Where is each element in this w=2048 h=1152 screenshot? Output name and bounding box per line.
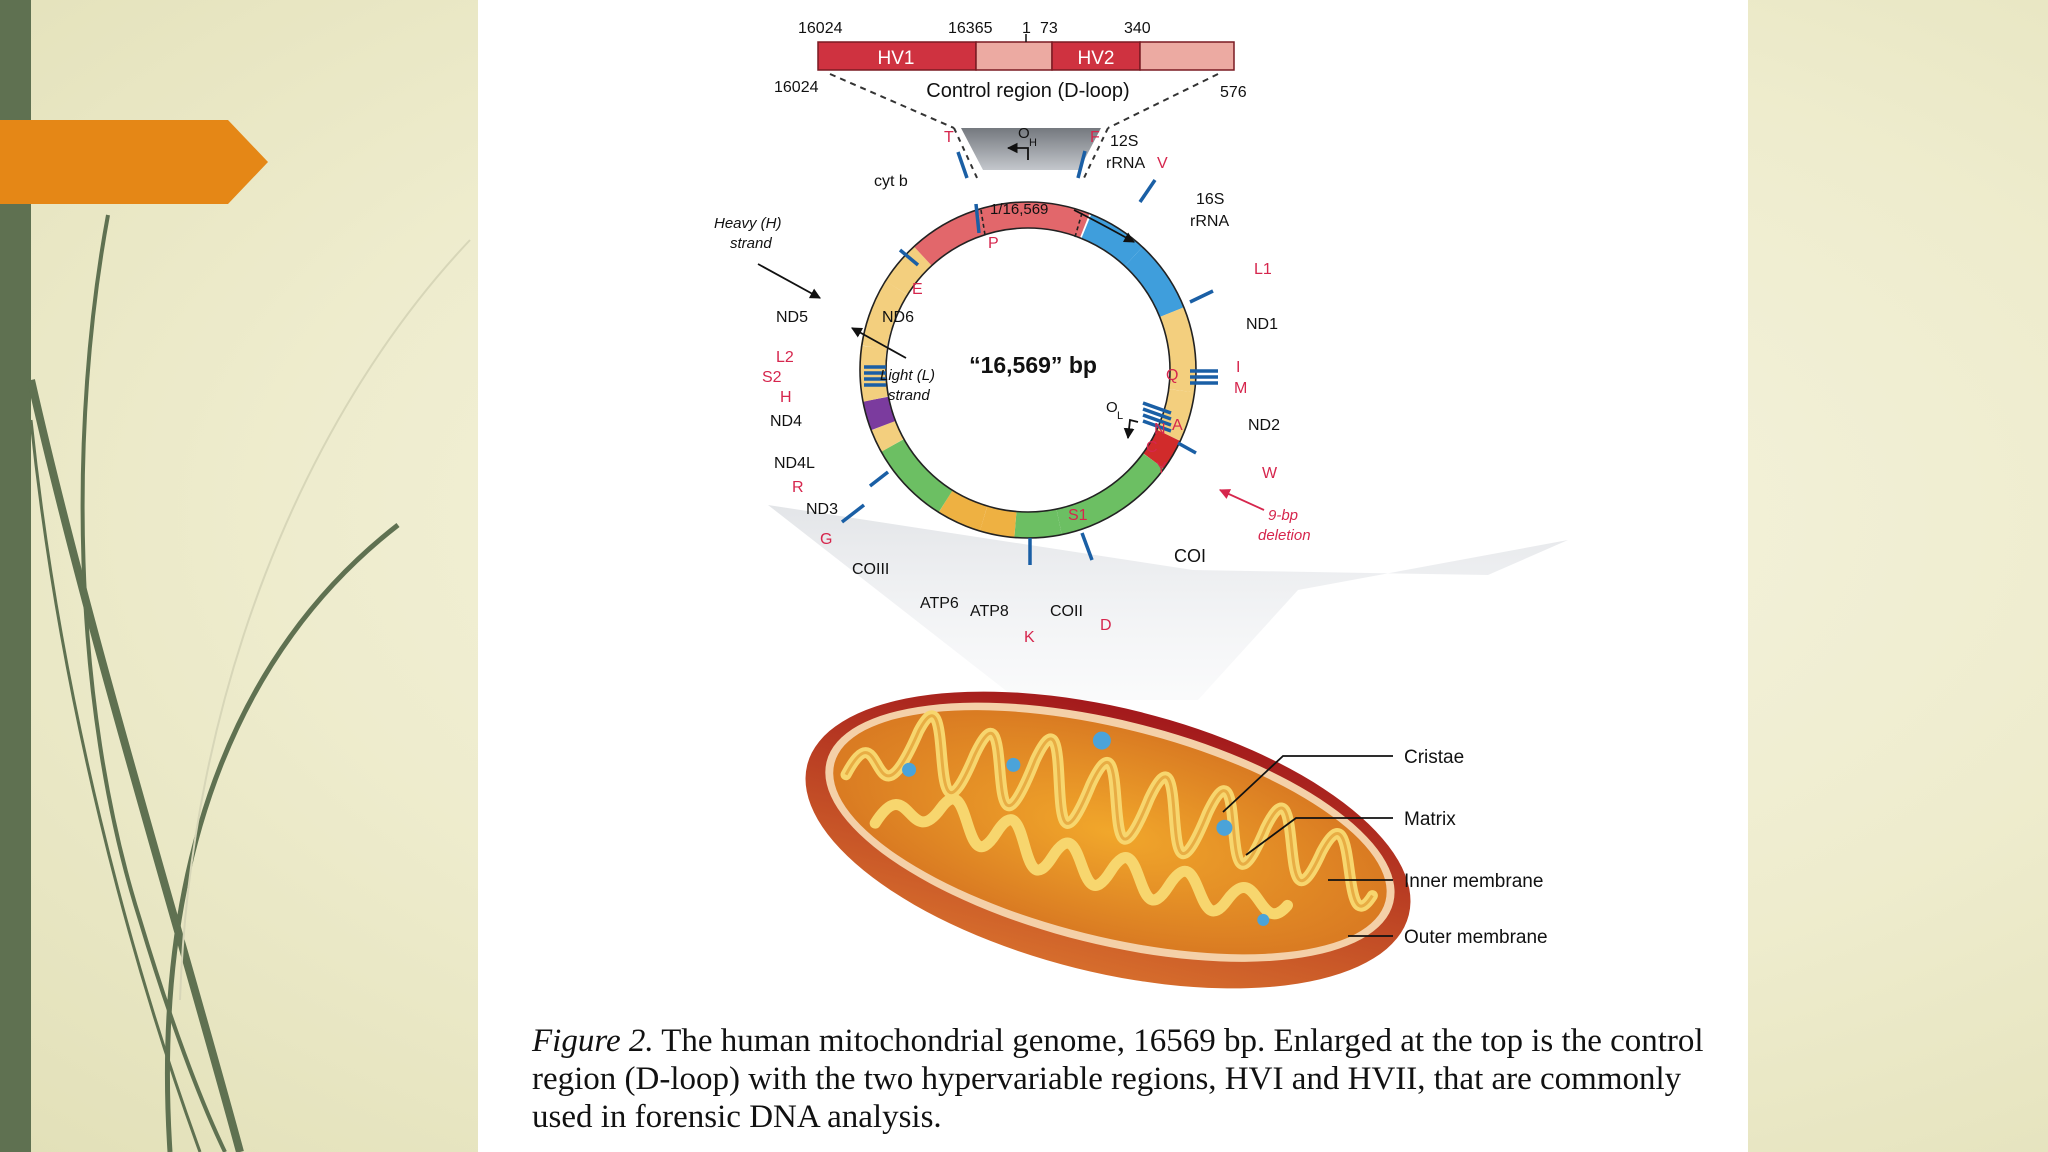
trna-S1: S1 bbox=[1068, 507, 1088, 524]
label-inner-membrane: Inner membrane bbox=[1404, 871, 1543, 892]
gene-nd3: ND3 bbox=[806, 501, 838, 518]
deletion-label-1: 9-bp bbox=[1268, 507, 1298, 524]
dloop-segment bbox=[977, 201, 1090, 238]
caption-text: The human mitochondrial genome, 16569 bp… bbox=[532, 1023, 1704, 1135]
pos-73: 73 bbox=[1040, 20, 1058, 37]
trna-L1: L1 bbox=[1254, 261, 1272, 278]
trna-G: G bbox=[820, 531, 832, 548]
gene-coii: COII bbox=[1050, 603, 1083, 620]
nd6-segment bbox=[885, 246, 932, 296]
figure-panel: HV1 HV2 16024 16365 1 73 340 16024 576 C… bbox=[478, 0, 1748, 1152]
gene-16s-1: 16S bbox=[1196, 191, 1224, 208]
trna-Y: Y bbox=[1156, 460, 1167, 477]
ol-marker: O L bbox=[1106, 399, 1139, 440]
gene-nd2: ND2 bbox=[1248, 417, 1280, 434]
figure-caption: Figure 2. The human mitochondrial genome… bbox=[532, 1022, 1722, 1136]
mitochondrion-illustration bbox=[805, 691, 1411, 989]
gene-12s-1: 12S bbox=[1110, 133, 1138, 150]
gene-cytb: cyt b bbox=[874, 173, 908, 190]
coi-segment bbox=[1056, 453, 1164, 535]
gene-nd4l: ND4L bbox=[774, 455, 815, 472]
trna-W: W bbox=[1262, 465, 1278, 482]
heavy-strand-label-2: strand bbox=[730, 235, 772, 252]
pos-16365: 16365 bbox=[948, 20, 993, 37]
svg-text:H: H bbox=[1029, 137, 1037, 149]
svg-text:O: O bbox=[1018, 125, 1030, 142]
trna-F: F bbox=[1090, 129, 1100, 146]
svg-text:L: L bbox=[1117, 410, 1123, 422]
heavy-strand-label-1: Heavy (H) bbox=[714, 215, 782, 232]
hv2-label: HV2 bbox=[1078, 48, 1115, 69]
deletion-segment bbox=[1142, 429, 1181, 469]
trna-K: K bbox=[1024, 629, 1035, 646]
gene-12s-2: rRNA bbox=[1106, 155, 1145, 172]
pos-16024-top: 16024 bbox=[798, 20, 843, 37]
trna-A: A bbox=[1172, 417, 1183, 434]
svg-text:O: O bbox=[1106, 399, 1118, 416]
pos-16024-bottom: 16024 bbox=[774, 79, 819, 96]
trna-L2: L2 bbox=[776, 349, 794, 366]
coii-segment bbox=[1014, 509, 1062, 538]
caption-label: Figure 2. bbox=[532, 1023, 654, 1059]
origin-label: 1/16,569 bbox=[990, 201, 1048, 218]
trna-C: C bbox=[1146, 439, 1158, 456]
nd2-segment bbox=[1156, 388, 1195, 441]
mito-callouts bbox=[1222, 755, 1393, 937]
genome-size-label: “16,569” bp bbox=[969, 352, 1097, 378]
light-strand-label-2: strand bbox=[888, 387, 930, 404]
nd1-segment bbox=[1159, 307, 1196, 393]
gene-nd1: ND1 bbox=[1246, 316, 1278, 333]
gene-nd4: ND4 bbox=[770, 413, 802, 430]
coiii-segment bbox=[881, 438, 953, 513]
nd3-segment bbox=[871, 420, 905, 452]
orange-arrow-tab bbox=[0, 120, 268, 204]
control-region-bar: HV1 HV2 bbox=[817, 34, 1235, 71]
light-strand-label-1: Light (L) bbox=[880, 367, 935, 384]
atp6-segment bbox=[938, 490, 988, 531]
decorative-grass-lines bbox=[27, 214, 471, 1152]
nd4l-segment bbox=[863, 396, 896, 431]
gene-coi: COI bbox=[1174, 546, 1206, 566]
control-region-label: Control region (D-loop) bbox=[926, 80, 1129, 102]
trna-H: H bbox=[780, 389, 792, 406]
trna-Q: Q bbox=[1166, 367, 1178, 384]
trna-I: I bbox=[1236, 359, 1240, 376]
atp8-segment bbox=[979, 505, 1017, 538]
label-matrix: Matrix bbox=[1404, 809, 1456, 830]
gene-nd5: ND5 bbox=[776, 309, 808, 326]
gene-coiii: COIII bbox=[852, 561, 889, 578]
trna-E: E bbox=[912, 281, 923, 298]
zoom-cone bbox=[768, 505, 1568, 700]
mitochondrial-genome-figure: HV1 HV2 16024 16365 1 73 340 16024 576 C… bbox=[714, 20, 1568, 989]
trna-V: V bbox=[1157, 155, 1168, 172]
trna-M: M bbox=[1234, 380, 1247, 397]
gene-nd6: ND6 bbox=[882, 309, 914, 326]
genome-ring bbox=[859, 201, 1196, 538]
gene-atp8: ATP8 bbox=[970, 603, 1009, 620]
gene-16s-2: rRNA bbox=[1190, 213, 1229, 230]
gene-atp6: ATP6 bbox=[920, 595, 959, 612]
hv1-label: HV1 bbox=[878, 48, 915, 69]
trna-T: T bbox=[944, 129, 954, 146]
oh-marker: O H bbox=[1006, 125, 1037, 160]
trna-P: P bbox=[988, 235, 999, 252]
nd5-segment bbox=[860, 280, 908, 350]
rrna-12s-segment bbox=[1081, 214, 1143, 267]
trna-D: D bbox=[1100, 617, 1112, 634]
deletion-label-2: deletion bbox=[1258, 527, 1311, 544]
pos-340: 340 bbox=[1124, 20, 1151, 37]
trna-N: N bbox=[1154, 421, 1166, 438]
label-cristae: Cristae bbox=[1404, 747, 1464, 768]
pos-1: 1 bbox=[1022, 20, 1031, 37]
rrna-16s-segment bbox=[1124, 247, 1184, 318]
pos-576: 576 bbox=[1220, 84, 1247, 101]
trna-R: R bbox=[792, 479, 804, 496]
dloop-wedge bbox=[961, 128, 1101, 170]
trna-ticks bbox=[840, 150, 1218, 565]
trna-S2: S2 bbox=[762, 369, 782, 386]
label-outer-membrane: Outer membrane bbox=[1404, 927, 1548, 948]
